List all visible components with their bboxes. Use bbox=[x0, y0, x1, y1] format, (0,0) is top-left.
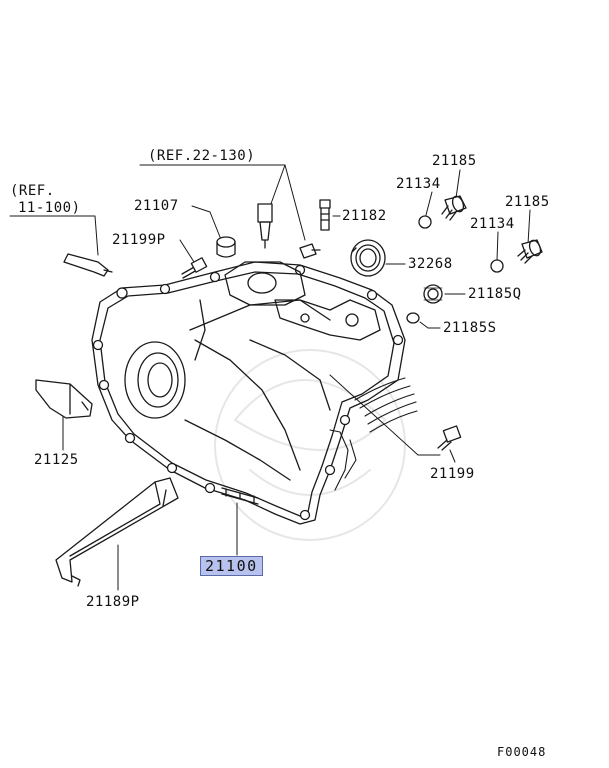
part-21185-plug-b bbox=[517, 239, 543, 264]
part-21125-bracket bbox=[35, 379, 93, 419]
ref-11-100-label-line2: 11-100) bbox=[18, 200, 81, 216]
leader-lines bbox=[9, 164, 531, 591]
ref-22-130-label: (REF.22-130) bbox=[148, 148, 256, 164]
part-21185S-ring bbox=[406, 312, 420, 324]
part-21182-pin bbox=[319, 199, 331, 231]
part-label-21199: 21199 bbox=[430, 466, 475, 482]
part-label-21185S: 21185S bbox=[443, 320, 497, 336]
part-32268-seal bbox=[350, 239, 386, 277]
case-body bbox=[91, 261, 418, 525]
ref-11-100-label-line1: (REF. bbox=[10, 183, 55, 199]
part-21199-bolt bbox=[437, 425, 462, 451]
part-label-21185-b: 21185 bbox=[505, 194, 550, 210]
part-21189P-plate bbox=[55, 477, 179, 587]
part-label-21189P: 21189P bbox=[86, 594, 140, 610]
part-21107-plug bbox=[216, 236, 236, 258]
part-label-21134-a: 21134 bbox=[396, 176, 441, 192]
part-label-21199P: 21199P bbox=[112, 232, 166, 248]
sensor-right bbox=[299, 243, 321, 259]
figure-code: F00048 bbox=[497, 745, 547, 759]
part-label-21185-a: 21185 bbox=[432, 153, 477, 169]
part-label-21185Q: 21185Q bbox=[468, 286, 522, 302]
part-label-32268: 32268 bbox=[408, 256, 453, 272]
part-21185Q-gear bbox=[423, 284, 443, 304]
part-label-21107: 21107 bbox=[134, 198, 179, 214]
sensor-left bbox=[257, 203, 273, 249]
sealant-tube bbox=[63, 253, 113, 277]
part-21199P-bolt bbox=[181, 257, 208, 279]
part-21134-oring-a bbox=[418, 215, 432, 229]
part-label-21100-highlighted[interactable]: 21100 bbox=[200, 556, 263, 576]
part-21134-oring-b bbox=[490, 259, 504, 273]
part-label-21182: 21182 bbox=[342, 208, 387, 224]
part-21185-plug-a bbox=[441, 195, 467, 221]
part-label-21134-b: 21134 bbox=[470, 216, 515, 232]
watermark-emblem bbox=[214, 349, 406, 541]
part-label-21125: 21125 bbox=[34, 452, 79, 468]
